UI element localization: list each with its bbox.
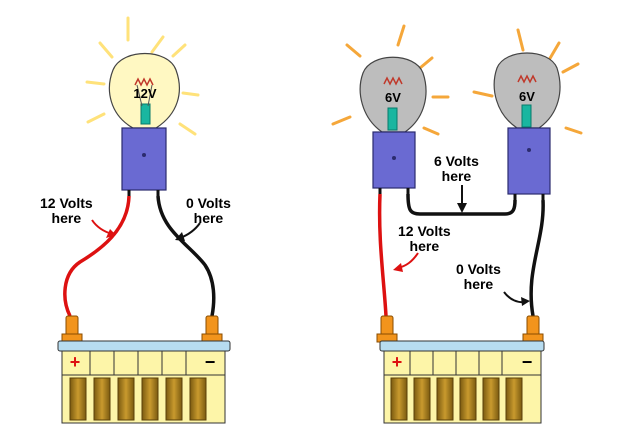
right-mid-label-line2: here [441, 168, 472, 184]
right-black-label-line1: 0 Volts [456, 261, 501, 277]
right-red-wire [377, 193, 388, 317]
left-red-label-line1: 12 Volts [40, 195, 93, 211]
left-red-label-line2: here [51, 210, 82, 226]
right-bulb2-rays [472, 28, 583, 135]
right-minus-sign: − [522, 352, 533, 372]
right-red-label-line2: here [409, 238, 440, 254]
left-red-voltage-label: 12 Volts here [40, 196, 93, 226]
left-circuit: 12V [57, 16, 231, 424]
left-bulb-rays [85, 16, 200, 136]
right-middle-wire [406, 193, 517, 216]
left-bulb-glass [108, 52, 180, 129]
right-circuit: 6V 6V [331, 24, 583, 424]
left-black-label-line1: 0 Volts [186, 195, 231, 211]
left-bulb-filament [134, 77, 154, 125]
right-mid-label-line1: 6 Volts [434, 153, 479, 169]
right-black-wire [529, 199, 545, 317]
right-bulb2-label: 6V [519, 89, 535, 104]
left-battery-cells [69, 377, 207, 421]
right-battery: + − [376, 315, 545, 424]
right-bulb1-glass [359, 56, 427, 133]
left-red-wire [63, 195, 131, 317]
right-black-voltage-label: 0 Volts here [456, 262, 501, 292]
left-black-voltage-label: 0 Volts here [186, 196, 231, 226]
right-plus-sign: + [392, 352, 403, 372]
left-battery: + − [57, 315, 231, 424]
right-bulb1-label: 6V [385, 90, 401, 105]
left-black-wire [156, 195, 216, 317]
left-black-label-line2: here [193, 210, 224, 226]
right-black-label-line2: here [463, 276, 494, 292]
left-bulb-base [121, 127, 167, 191]
right-bulb1-rays [331, 24, 450, 136]
left-bulb-label: 12V [133, 86, 156, 101]
left-plus-sign: + [70, 352, 81, 372]
right-bulb2-glass [493, 52, 561, 129]
left-minus-sign: − [205, 352, 216, 372]
right-battery-cells [390, 377, 523, 421]
right-red-voltage-label: 12 Volts here [398, 224, 451, 254]
right-bulb2-base [507, 127, 551, 195]
right-mid-voltage-label: 6 Volts here [434, 154, 479, 184]
right-red-label-line1: 12 Volts [398, 223, 451, 239]
